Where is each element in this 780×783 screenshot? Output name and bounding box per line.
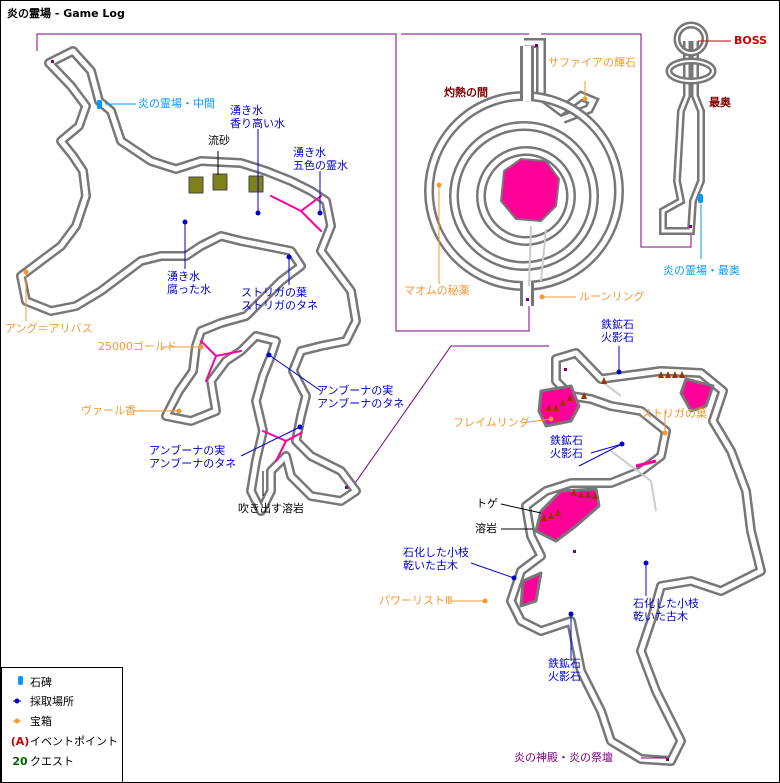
gather-label-3b: 腐った水 — [167, 282, 211, 296]
legend-row-monument: 石碑 — [10, 674, 52, 690]
gather-label-3a: 湧き水 — [167, 270, 200, 283]
chest-label-flame: フレイムリング — [453, 415, 530, 429]
gather-label-5b: アンブーナのタネ — [317, 396, 404, 410]
map-labels: 炎の霊場・中間 炎の霊場・最奥 BOSS 最奥 灼熱の間 サファイアの輝石 マオ… — [5, 34, 767, 764]
monument-icon[interactable] — [97, 100, 102, 109]
gather-label-5a: アンブーナの実 — [317, 383, 393, 397]
gather-label-2b: 五色の霊水 — [293, 158, 348, 172]
leader-lines — [25, 40, 731, 759]
left-dungeon — [16, 46, 361, 516]
gather-label-1a: 湧き水 — [230, 104, 263, 117]
monument-icon[interactable] — [698, 194, 703, 203]
gather-label-1b: 香り高い水 — [230, 116, 285, 130]
gather-label-6a: アンブーナの実 — [149, 443, 225, 457]
legend-chest-label: 宝箱 — [30, 715, 52, 728]
naka-monument-label: 炎の霊場・中間 — [138, 97, 215, 110]
quest-key: 20 — [12, 755, 28, 768]
chest-icon — [10, 714, 30, 730]
boss-label: BOSS — [734, 34, 767, 47]
gather-label-9a: 石化した小枝 — [403, 545, 469, 559]
right-dungeon — [506, 348, 766, 766]
legend-row-chest: 宝箱 — [10, 714, 52, 730]
shrine-label: 炎の神殿・炎の祭壇 — [514, 750, 613, 764]
saioku-label: 最奥 — [709, 95, 732, 109]
gather-label-7a: 鉄鉱石 — [601, 317, 634, 331]
gather-label-4a: ストリガの葉 — [241, 285, 307, 299]
gather-label-7b: 火影石 — [601, 331, 634, 344]
chest-label-matom: マオムの秘薬 — [404, 283, 470, 297]
gather-label-11b: 火影石 — [548, 670, 581, 683]
chest-label-powerwrist: パワーリストⅢ — [379, 594, 453, 607]
warp-lines — [36, 33, 692, 497]
legend-row-event: (A)イベントポイント — [10, 734, 118, 750]
gather-label-9b: 乾いた古木 — [403, 559, 458, 572]
page-title: 炎の霊場 - Game Log — [7, 7, 125, 20]
legend-gather-label: 採取場所 — [30, 695, 74, 708]
gather-label-10b: 乾いた古木 — [633, 610, 688, 623]
gather-label-4b: ストリガのタネ — [241, 299, 318, 312]
chest-label-angu: アング＝アリバス — [5, 321, 93, 335]
middle-spiral — [424, 38, 624, 306]
legend-monument-label: 石碑 — [30, 676, 52, 689]
monument-icon — [10, 674, 30, 691]
gather-label-11a: 鉄鉱石 — [548, 656, 581, 670]
legend-event-label: イベントポイント — [30, 735, 118, 748]
chest-label-sapphire: サファイアの輝石 — [548, 56, 636, 69]
gather-point-icon — [10, 694, 30, 710]
chest-label-varu: ヴァール香 — [81, 403, 136, 417]
legend-quest-label: クエスト — [30, 755, 74, 768]
gather-label-6b: アンブーナのタネ — [149, 456, 236, 470]
yougan-label: 溶岩 — [475, 521, 497, 535]
gather-label-10a: 石化した小枝 — [633, 596, 699, 610]
event-key: (A) — [10, 735, 30, 748]
fukidasu-label: 吹き出す溶岩 — [238, 501, 304, 515]
legend-row-gather: 採取場所 — [10, 694, 74, 710]
gather-label-8a: 鉄鉱石 — [550, 433, 583, 447]
spike-markers — [541, 371, 685, 521]
saioku-monument-label: 炎の霊場・最奥 — [663, 263, 740, 277]
gather-label-8b: 火影石 — [550, 447, 583, 460]
gather-label-2a: 湧き水 — [293, 146, 326, 159]
shakunetsu-label: 灼熱の間 — [444, 85, 488, 99]
saioku-area — [659, 21, 717, 235]
chest-label-gold: 25000ゴールド — [98, 339, 177, 353]
chest-label-strigaha: ストリガの葉 — [641, 406, 707, 420]
chest-label-rune: ルーンリング — [579, 289, 644, 303]
toge-label: トゲ — [476, 497, 498, 510]
monument-markers — [97, 100, 703, 203]
warp-dots — [51, 44, 692, 761]
ryusa-label: 流砂 — [208, 133, 230, 147]
